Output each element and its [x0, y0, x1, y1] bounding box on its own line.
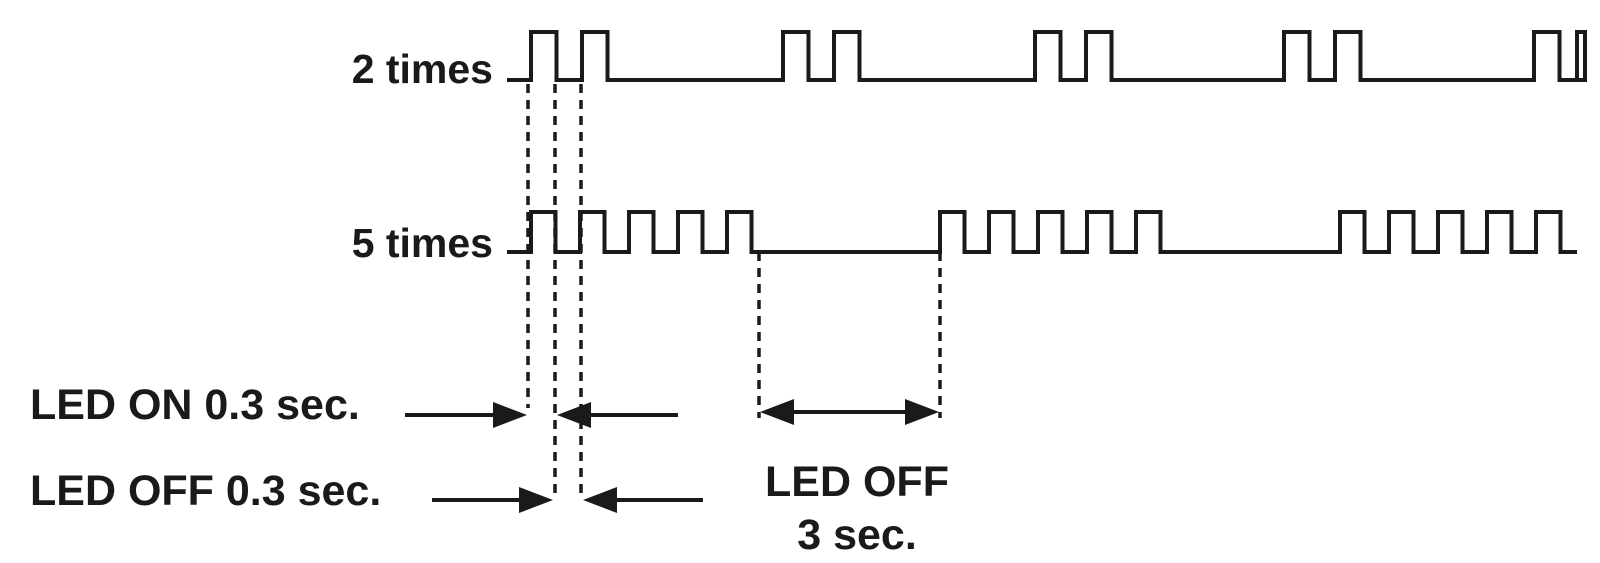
arrow-led-on-left — [405, 402, 527, 428]
signal-label-2-times: 2 times — [352, 46, 493, 92]
annotation-led-on: LED ON 0.3 sec. — [30, 381, 360, 429]
annotation-led-off-long-line1: LED OFF — [765, 458, 949, 506]
annotation-led-off-long-line2: 3 sec. — [797, 511, 917, 559]
arrow-led-off-left — [432, 487, 553, 513]
annotation-led-off-short: LED OFF 0.3 sec. — [30, 467, 381, 515]
waveform-5-times — [507, 210, 1577, 254]
waveform-2-times — [507, 30, 1587, 82]
signal-label-5-times: 5 times — [352, 220, 493, 266]
arrow-led-off-3-sec — [760, 399, 939, 425]
arrow-led-on-right — [557, 402, 678, 428]
arrow-led-off-right — [583, 487, 703, 513]
